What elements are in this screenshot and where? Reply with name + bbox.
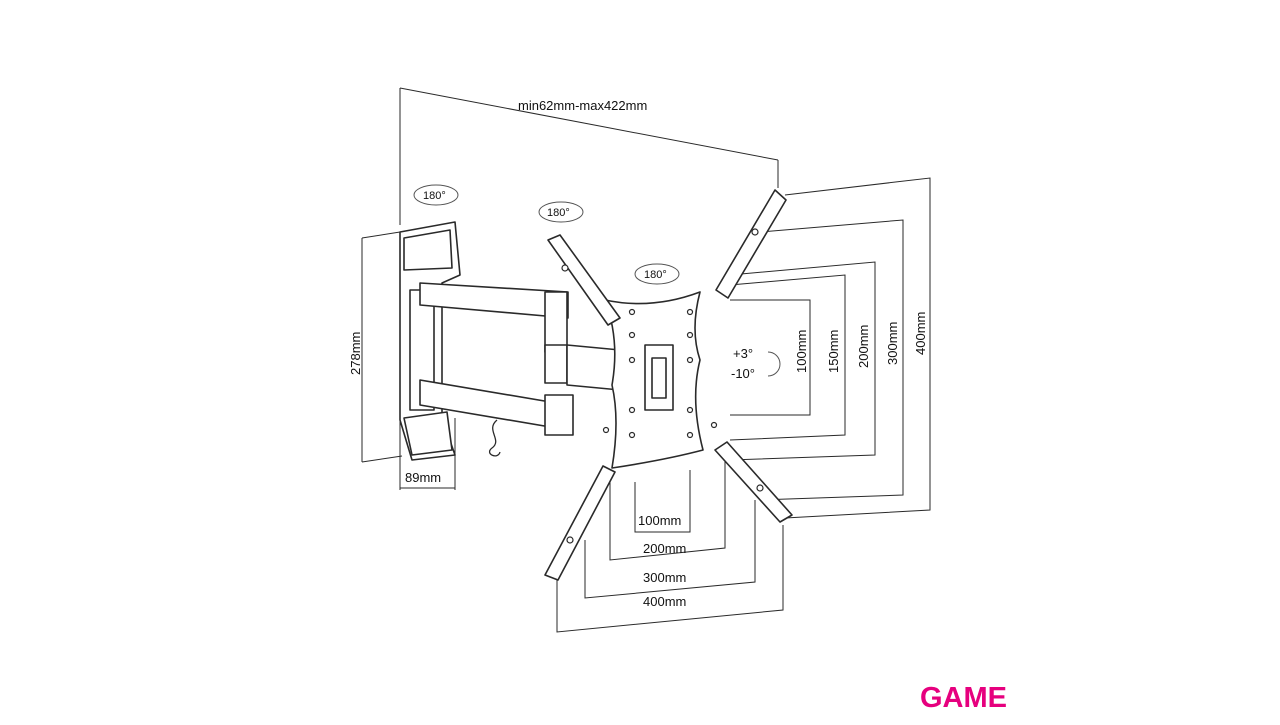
vesa-h-200-label: 200mm <box>643 541 686 556</box>
vesa-h-100-bracket <box>634 470 691 533</box>
arm-rotation-icon <box>538 201 584 223</box>
vesa-v-300-bracket <box>759 219 904 501</box>
vesa-v-400-label: 400mm <box>913 312 928 355</box>
tilt-up-label: +3° <box>733 346 753 361</box>
wall-plate-bottom-block <box>403 411 453 456</box>
mounting-holes <box>561 228 764 544</box>
vesa-h-100-label: 100mm <box>638 513 681 528</box>
hole <box>628 431 636 439</box>
head-rotation-label: 180° <box>644 269 667 281</box>
mount-drawing <box>399 189 793 581</box>
hole <box>561 264 569 272</box>
hole <box>566 536 574 544</box>
game-logo: GAME <box>920 682 1007 714</box>
lower-elbow-joint <box>544 394 574 436</box>
vesa-arm-top-right <box>715 189 787 299</box>
dimension-lines <box>361 87 931 633</box>
vesa-v-200-bracket <box>729 261 876 461</box>
middle-joint <box>544 344 568 384</box>
vesa-v-200-label: 200mm <box>856 325 871 368</box>
hole <box>628 331 636 339</box>
hole <box>756 484 764 492</box>
hole <box>628 406 636 414</box>
arm-rotation-label: 180° <box>547 207 570 219</box>
hole <box>686 308 694 316</box>
hole <box>710 421 718 429</box>
vesa-h-400-bracket <box>556 525 784 633</box>
height-top-tick <box>361 231 401 239</box>
hole <box>628 308 636 316</box>
hole <box>686 431 694 439</box>
upper-arm <box>419 282 569 319</box>
tilt-arc-icon <box>767 351 781 377</box>
vesa-v-150-label: 150mm <box>826 330 841 373</box>
vesa-v-150-bracket <box>729 274 846 441</box>
hole <box>602 426 610 434</box>
tilt-hinge-inner <box>651 357 667 399</box>
security-clip-icon <box>488 419 501 457</box>
vesa-arm-bottom-right <box>714 441 793 523</box>
tilt-down-label: -10° <box>731 366 755 381</box>
wall-rotation-icon <box>413 184 459 206</box>
vesa-h-300-label: 300mm <box>643 570 686 585</box>
extension-dimension-line <box>399 87 779 161</box>
hole <box>686 356 694 364</box>
head-rotation-icon <box>634 263 680 285</box>
hole <box>751 228 759 236</box>
vesa-v-100-bracket <box>730 299 811 416</box>
wall-rotation-label: 180° <box>423 190 446 202</box>
vesa-h-300-bracket <box>584 500 756 599</box>
vesa-v-400-bracket <box>784 177 931 519</box>
hole <box>628 356 636 364</box>
vesa-arm-top-left <box>547 234 621 326</box>
rotation-badges <box>413 184 781 377</box>
vesa-h-200-bracket <box>609 460 726 561</box>
vesa-v-300-label: 300mm <box>885 322 900 365</box>
vesa-v-100-label: 100mm <box>794 330 809 373</box>
extension-label: min62mm-max422mm <box>518 98 647 113</box>
depth-label: 89mm <box>405 470 441 485</box>
upper-elbow-joint <box>544 291 568 353</box>
hole <box>686 406 694 414</box>
vesa-h-400-label: 400mm <box>643 594 686 609</box>
height-label: 278mm <box>348 332 363 375</box>
hole <box>686 331 694 339</box>
vesa-arm-bottom-left <box>544 465 616 581</box>
height-bottom-tick <box>361 455 403 463</box>
wall-plate-top-block <box>403 229 453 271</box>
